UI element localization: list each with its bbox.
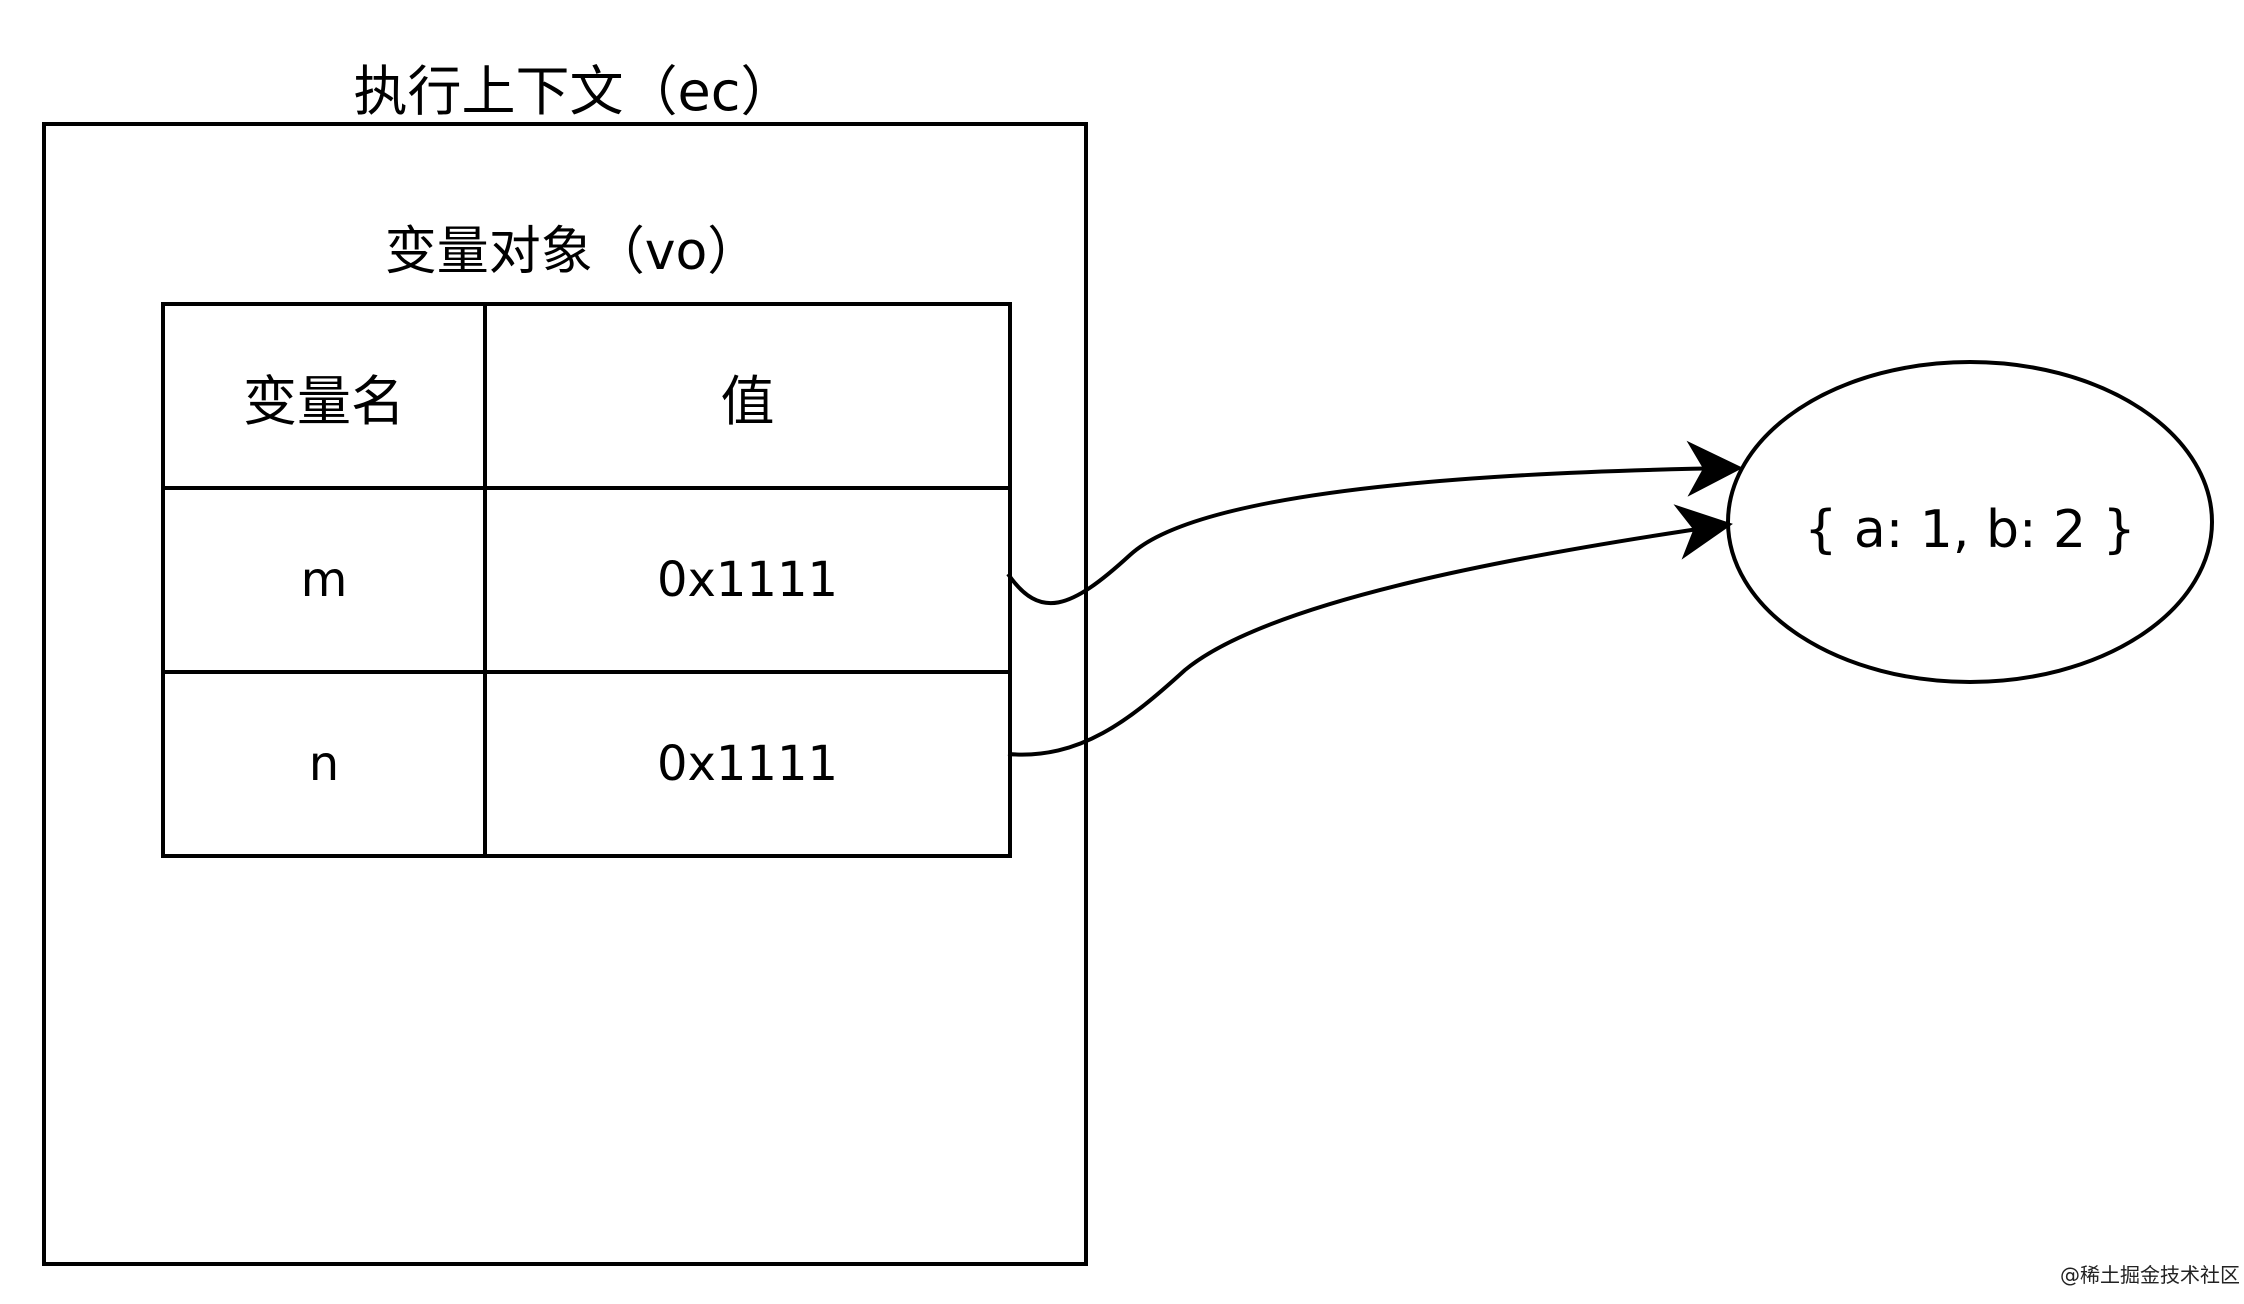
variable-name-cell: m <box>161 486 487 674</box>
header-value: 值 <box>483 302 1012 490</box>
heap-object-label: { a: 1, b: 2 } <box>1804 500 2136 560</box>
header-variable-name: 变量名 <box>161 302 487 490</box>
variable-value-cell: 0x1111 <box>483 486 1012 674</box>
variable-value-cell: 0x1111 <box>483 670 1012 858</box>
execution-context-box <box>42 122 1088 1266</box>
variable-name-cell: n <box>161 670 487 858</box>
execution-context-title: 执行上下文（ec） <box>353 59 795 123</box>
table-header-row: 变量名 值 <box>161 302 1012 490</box>
variable-object-title: 变量对象（vo） <box>384 221 760 282</box>
reference-arrow-n <box>1007 504 1733 757</box>
reference-arrow-m <box>1006 440 1743 606</box>
table-row: m 0x1111 <box>161 486 1012 674</box>
watermark-text: @稀土掘金技术社区 <box>2060 1262 2240 1287</box>
table-row: n 0x1111 <box>161 670 1012 858</box>
variable-object-table: 变量名 值 m 0x1111 n 0x1111 <box>161 302 1012 858</box>
